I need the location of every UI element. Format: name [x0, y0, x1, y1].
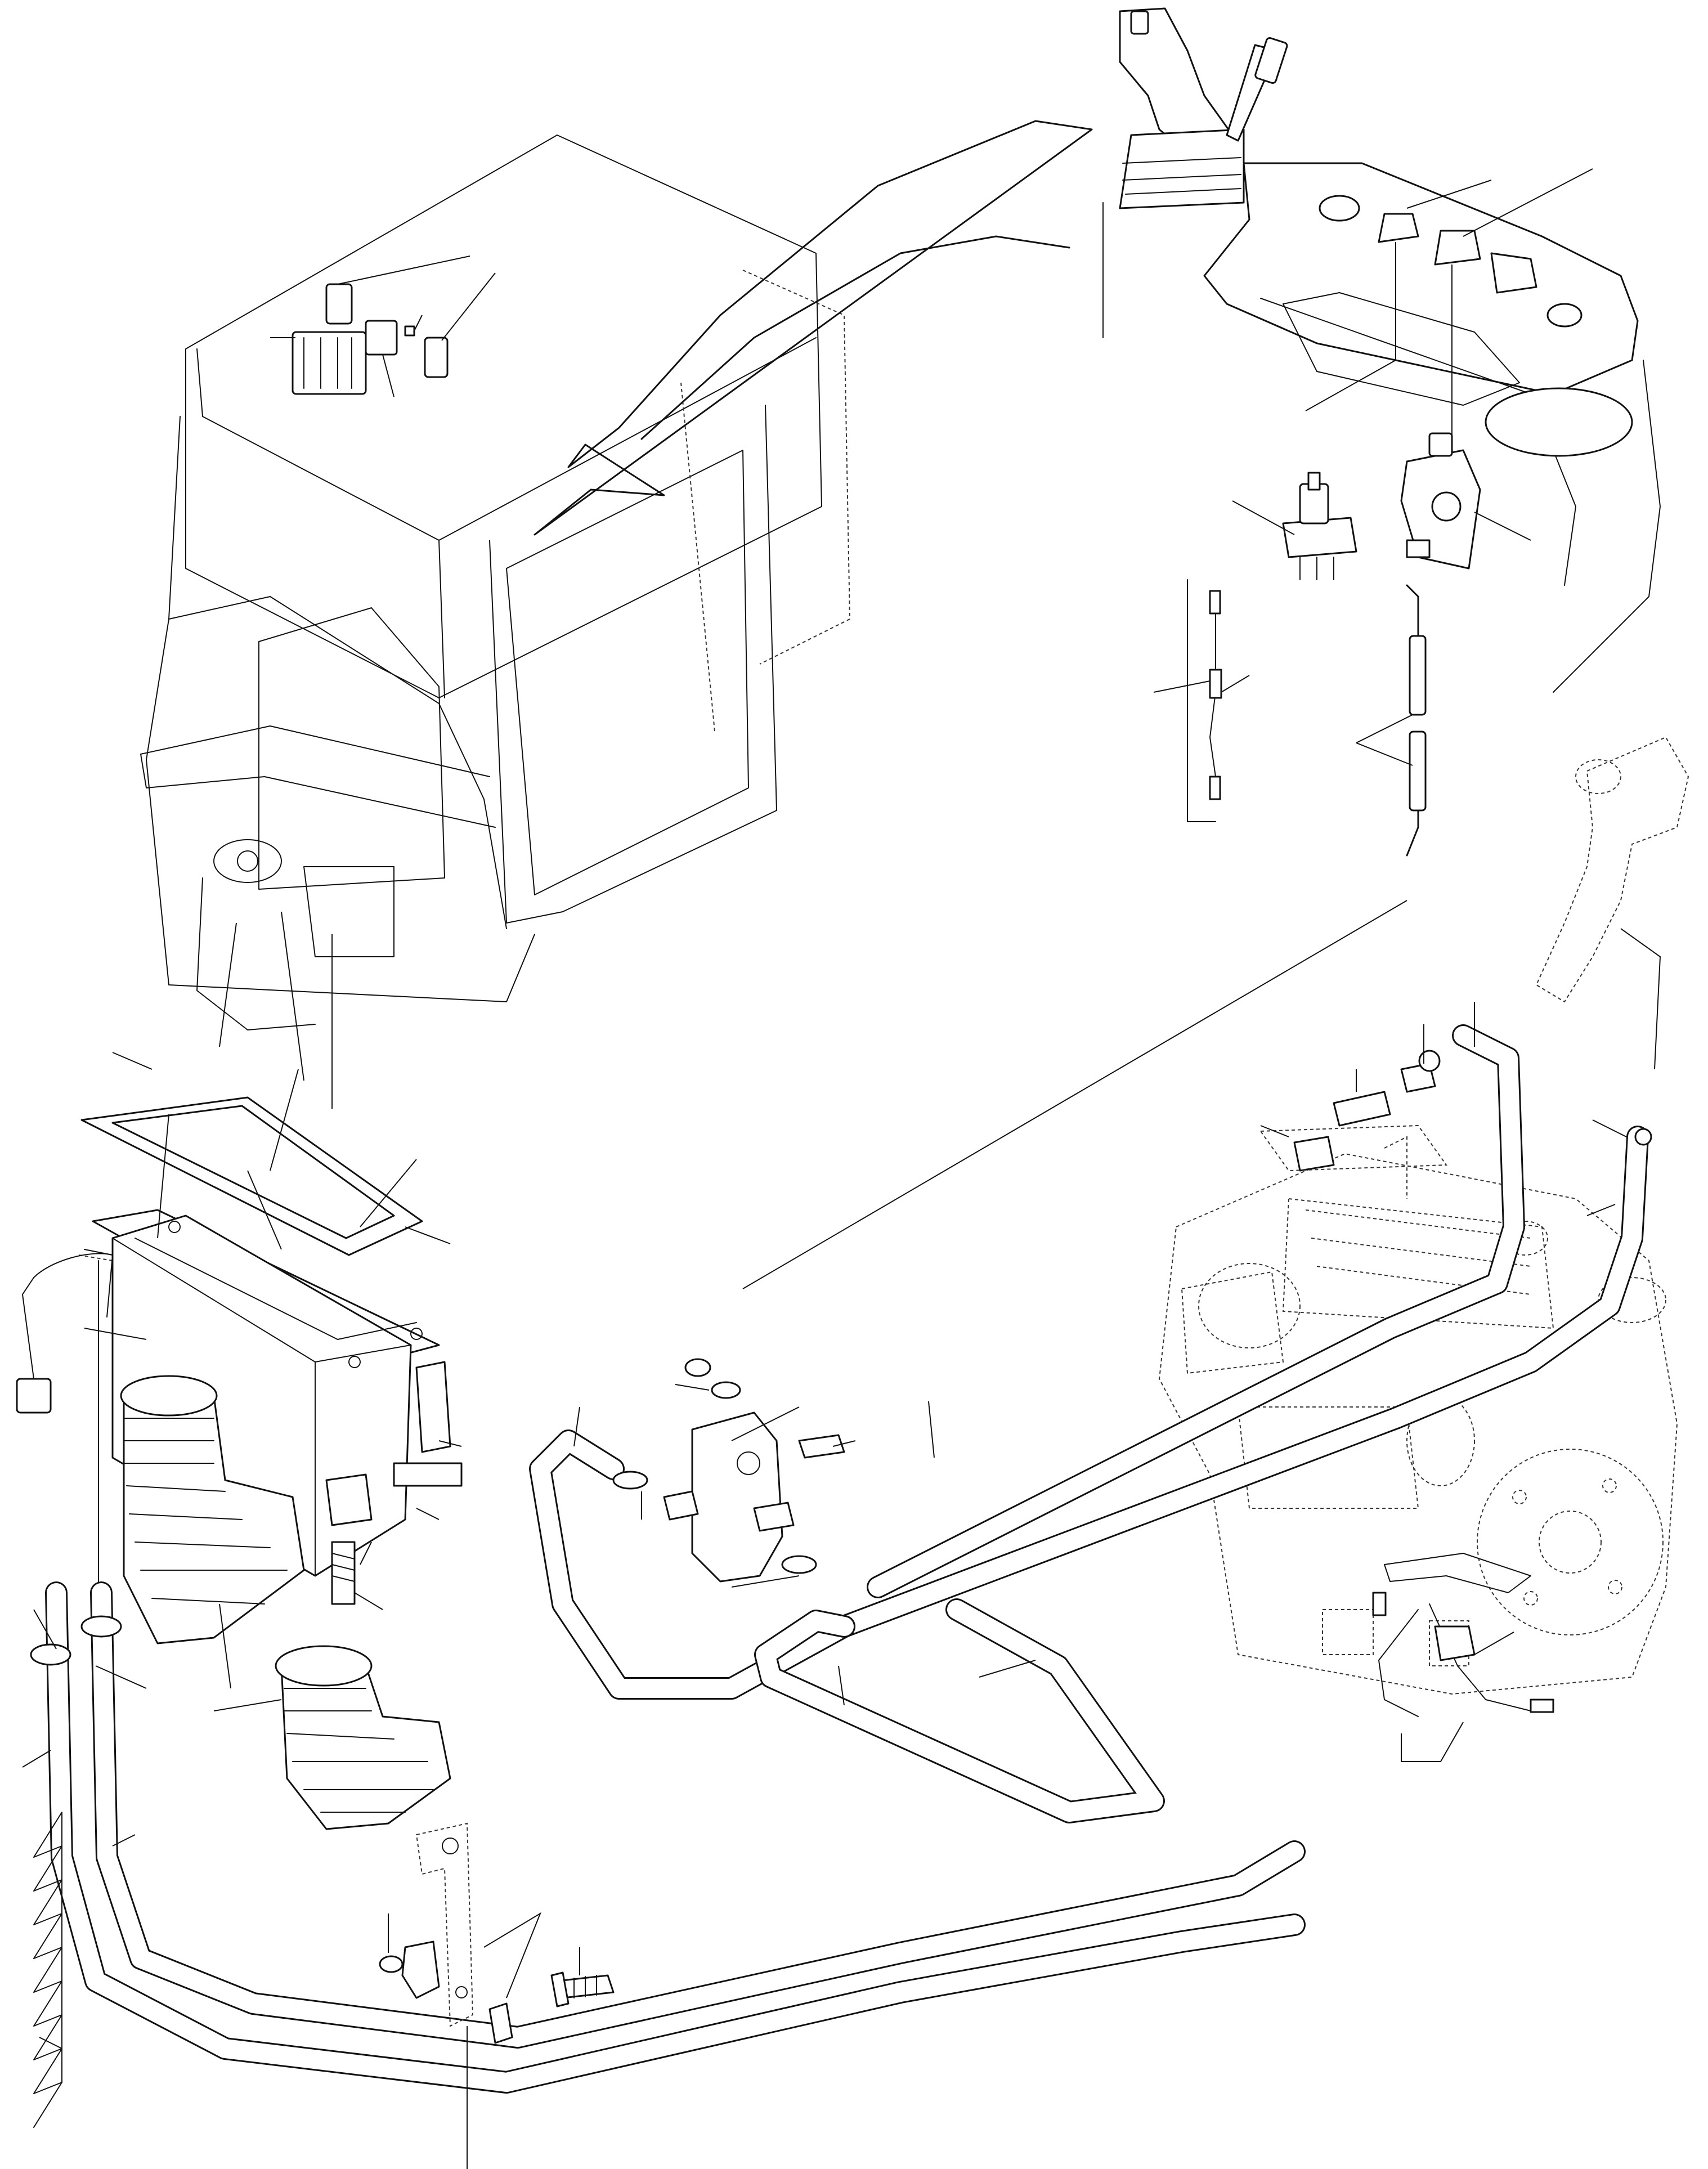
edge-trim-strip: [33, 1812, 62, 2128]
rotary-switch: [1232, 472, 1357, 580]
assembly-arrows: [534, 120, 1093, 536]
throttle-lever: [1400, 432, 1531, 570]
water-valve: [529, 1358, 935, 1700]
heater-hoses: [22, 1581, 1306, 2094]
roof-switch-panel: [270, 256, 496, 397]
flexible-ducts: [120, 1375, 451, 1830]
hose-bracket: [379, 1822, 615, 2169]
intake-hose: [1535, 736, 1689, 1070]
heater-bolt: [331, 1541, 383, 1610]
electrical-cable: [1153, 579, 1250, 822]
control-rod: [742, 584, 1427, 1289]
heater-unit: [16, 1052, 463, 1627]
cab-outline: [140, 135, 851, 1109]
hose-loop: [754, 1598, 1165, 1823]
cable-ties: [1372, 1553, 1554, 1762]
console-assembly: [1102, 7, 1661, 693]
engine-fittings: [833, 1002, 1652, 1638]
